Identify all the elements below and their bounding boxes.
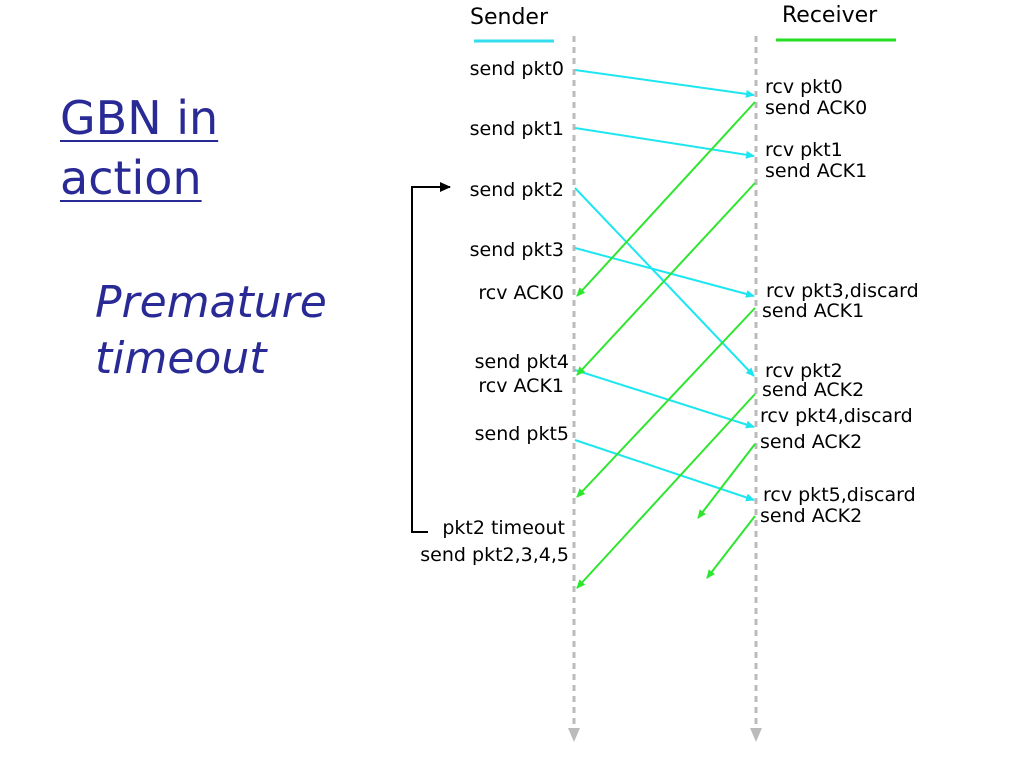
sender-event-send-pkt1: send pkt1 (469, 118, 564, 140)
sender-event-send-pkt0: send pkt0 (469, 58, 564, 80)
receiver-event-send-ack1-b: send ACK1 (762, 300, 865, 322)
sender-label: Sender (470, 5, 548, 30)
ack1-arrow-a (576, 182, 756, 376)
receiver-timeline-arrow (750, 728, 762, 742)
receiver-event-rcv-pkt1: rcv pkt1 (765, 139, 843, 161)
receiver-event-send-ack2-b: send ACK2 (760, 431, 863, 453)
ack0-arrow (576, 101, 756, 297)
pkt4-arrow (574, 369, 755, 429)
slide-subtitle: Premature timeout (95, 277, 327, 384)
receiver-event-rcv-pkt5: rcv pkt5,discard (763, 484, 916, 506)
pkt1-arrow (574, 127, 755, 159)
sender-event-send-pkt2: send pkt2 (469, 179, 564, 201)
receiver-event-send-ack2-a: send ACK2 (762, 379, 865, 401)
sender-event-rcv-ack1: rcv ACK1 (478, 375, 564, 397)
pkt0-arrow (574, 69, 755, 98)
receiver-event-rcv-pkt0: rcv pkt0 (765, 76, 843, 98)
ack1-arrow-b (576, 307, 756, 498)
receiver-label: Receiver (782, 3, 878, 28)
sender-event-send-pkt4: send pkt4 (474, 351, 569, 373)
slide-title: GBN in action (60, 91, 219, 205)
ack2-arrow-a (576, 393, 756, 589)
receiver-event-rcv-pkt4: rcv pkt4,discard (760, 405, 913, 427)
sender-event-send-pkt3: send pkt3 (469, 239, 564, 261)
sender-event-resend: send pkt2,3,4,5 (420, 544, 569, 566)
pkt5-arrow (574, 439, 755, 502)
pkt3-arrow (574, 247, 755, 298)
timeout-bracket (411, 182, 451, 533)
ack2-arrow-b (697, 443, 756, 519)
sender-event-rcv-ack0: rcv ACK0 (478, 282, 564, 304)
receiver-event-send-ack2-c: send ACK2 (760, 505, 863, 527)
receiver-event-rcv-pkt3: rcv pkt3,discard (766, 280, 919, 302)
ack2-arrow-c (706, 515, 756, 579)
receiver-event-rcv-pkt2: rcv pkt2 (765, 360, 843, 382)
receiver-event-send-ack1-a: send ACK1 (765, 160, 868, 182)
sender-timeline-arrow (568, 728, 580, 742)
sender-event-pkt2-timeout: pkt2 timeout (442, 517, 565, 539)
receiver-event-send-ack0: send ACK0 (765, 97, 868, 119)
sender-event-send-pkt5: send pkt5 (474, 423, 569, 445)
